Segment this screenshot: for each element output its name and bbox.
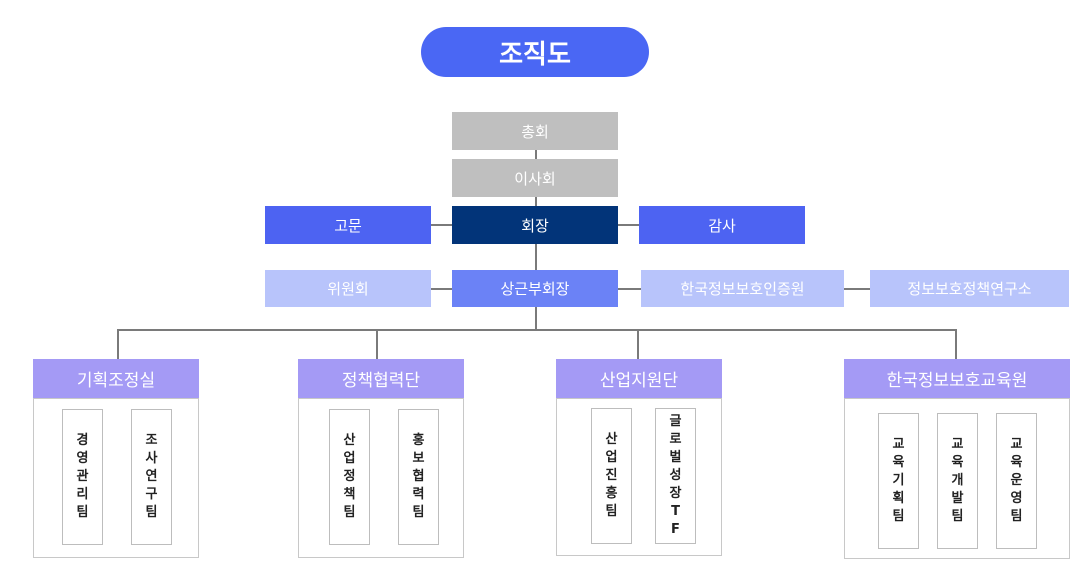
team-label-char: 영 xyxy=(76,451,89,466)
team-label-char: 육 xyxy=(892,455,905,470)
connector-divisions-horizontal xyxy=(117,329,957,331)
team-label-char: 홍 xyxy=(412,433,425,448)
team-label-char: 업 xyxy=(605,450,618,465)
division-header-4: 한국정보보호교육원 xyxy=(844,359,1070,398)
team-label-char: 교 xyxy=(892,437,905,452)
chart-title: 조직도 xyxy=(421,27,649,77)
team-label-char: 교 xyxy=(1010,437,1023,452)
team-label-char: 팀 xyxy=(412,505,425,520)
team-label-char: 벌 xyxy=(669,450,682,465)
board-box: 이사회 xyxy=(452,159,618,197)
team-label-char: 연 xyxy=(145,469,158,484)
team-label-char: T xyxy=(671,504,680,519)
team-label-char: 발 xyxy=(951,491,964,506)
team-label-char: F xyxy=(671,522,680,537)
team-label-char: 개 xyxy=(951,473,964,488)
team-label-char: 팀 xyxy=(951,509,964,524)
team-label-char: 팀 xyxy=(1010,509,1023,524)
team-label-char: 팀 xyxy=(605,504,618,519)
team-label-char: 육 xyxy=(1010,455,1023,470)
connector-division-2 xyxy=(376,329,378,359)
division-panel-1 xyxy=(33,398,199,558)
team-label-char: 교 xyxy=(951,437,964,452)
team-label-char: 팀 xyxy=(76,505,89,520)
cert-institute-box: 한국정보보호인증원 xyxy=(641,270,844,307)
division-header-3: 산업지원단 xyxy=(556,359,722,398)
advisor-box: 고문 xyxy=(265,206,431,244)
president-box: 회장 xyxy=(452,206,618,244)
team-label-char: 글 xyxy=(669,414,682,429)
team-label-char: 력 xyxy=(412,487,425,502)
connector-division-1 xyxy=(117,329,119,359)
team-label-char: 팀 xyxy=(343,505,356,520)
team-label-char: 성 xyxy=(669,468,682,483)
team-label-char: 장 xyxy=(669,486,682,501)
team-label-char: 경 xyxy=(76,433,89,448)
connector-division-4 xyxy=(955,329,957,359)
team-label-char: 획 xyxy=(892,491,905,506)
connector-division-3 xyxy=(637,329,639,359)
team-label-char: 기 xyxy=(892,473,905,488)
team-label-char: 영 xyxy=(1010,491,1023,506)
general-assembly-box: 총회 xyxy=(452,112,618,150)
division-panel-3 xyxy=(556,398,722,556)
team-label-char: 사 xyxy=(145,451,158,466)
team-label-char: 책 xyxy=(343,487,356,502)
team-label-char: 조 xyxy=(145,433,158,448)
team-label-char: 정 xyxy=(343,469,356,484)
committee-box: 위원회 xyxy=(265,270,431,307)
team-label-char: 리 xyxy=(76,487,89,502)
team-label-char: 육 xyxy=(951,455,964,470)
team-label-char: 산 xyxy=(605,432,618,447)
team-label-char: 업 xyxy=(343,451,356,466)
policy-institute-box: 정보보호정책연구소 xyxy=(870,270,1069,307)
team-label-char: 관 xyxy=(76,469,89,484)
division-panel-2 xyxy=(298,398,464,558)
team-label-char: 보 xyxy=(412,451,425,466)
team-label-char: 산 xyxy=(343,433,356,448)
division-header-1: 기획조정실 xyxy=(33,359,199,398)
team-label-char: 팀 xyxy=(145,505,158,520)
team-label-char: 협 xyxy=(412,469,425,484)
team-label-char: 진 xyxy=(605,468,618,483)
division-header-2: 정책협력단 xyxy=(298,359,464,398)
team-label-char: 로 xyxy=(669,432,682,447)
team-label-char: 팀 xyxy=(892,509,905,524)
team-label-char: 운 xyxy=(1010,473,1023,488)
team-label-char: 구 xyxy=(145,487,158,502)
team-label-char: 흥 xyxy=(605,486,618,501)
vice-president-box: 상근부회장 xyxy=(452,270,618,307)
auditor-box: 감사 xyxy=(639,206,805,244)
